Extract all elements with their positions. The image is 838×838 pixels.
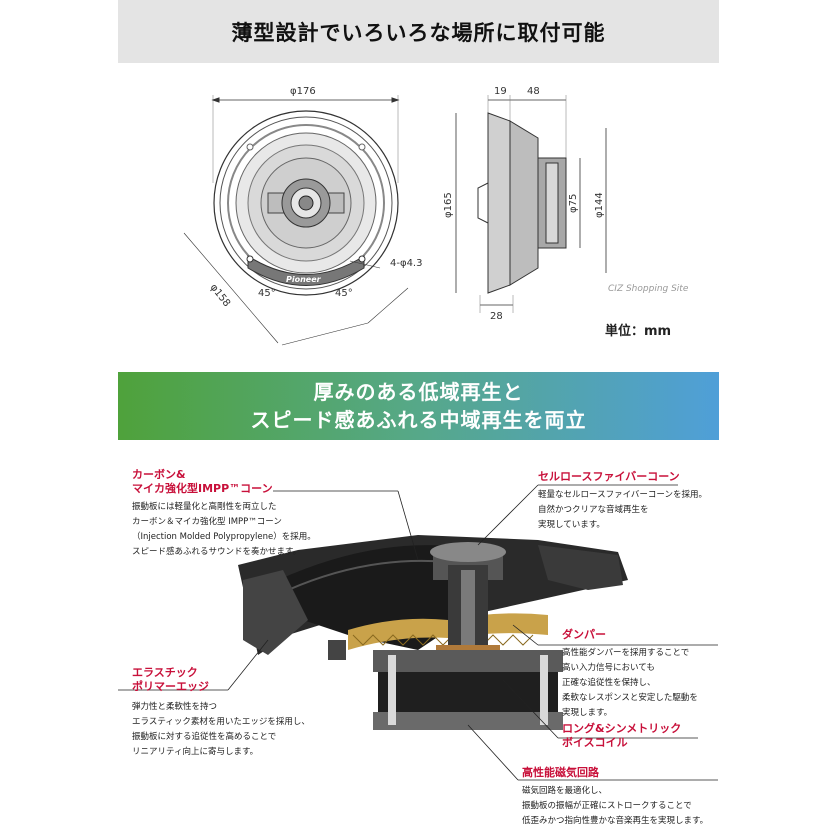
cone-desc-2: カーボン＆マイカ強化型 IMPP™コーン: [132, 517, 282, 527]
top-banner: 薄型設計でいろいろな場所に取付可能: [118, 0, 719, 63]
feature-cellulose: セルロースファイバーコーン 軽量なセルロースファイバーコーンを採用。 自然かつク…: [538, 470, 707, 533]
feature-magnet: 高性能磁気回路 磁気回路を最適化し、 振動板の振幅が正確にストロークすることで …: [522, 766, 708, 829]
angle-right-label: 45°: [335, 288, 353, 299]
damper-title: ダンパー: [562, 628, 606, 641]
damper-desc-5: 実現します。: [562, 708, 613, 718]
feature-banner-line1: 厚みのある低域再生と: [313, 380, 524, 404]
coil-title-1: ロング&シンメトリック: [562, 722, 682, 735]
damper-desc-4: 柔軟なレスポンスと安定した駆動を: [562, 693, 698, 703]
cone-desc-1: 振動板には軽量化と高剛性を両立した: [132, 502, 277, 512]
front-diag-label: φ158: [208, 282, 232, 309]
top-banner-title: 薄型設計でいろいろな場所に取付可能: [231, 20, 606, 45]
feature-damper: ダンパー 高性能ダンパーを採用することで 高い入力信号においても 正確な追従性を…: [562, 628, 698, 721]
brand-logo: Pioneer: [286, 275, 322, 284]
magnet-desc-2: 振動板の振幅が正確にストロークすることで: [522, 801, 692, 811]
edge-desc-2: エラスティック素材を用いたエッジを採用し、: [132, 717, 310, 727]
magnet-desc-3: 低歪みかつ指向性豊かな音楽再生を実現します。: [522, 816, 709, 826]
edge-title-1: エラスチック: [132, 666, 198, 679]
edge-desc-4: リニアリティ向上に寄与します。: [132, 747, 259, 757]
side-144-label: φ144: [594, 192, 605, 218]
side-165-label: φ165: [443, 192, 454, 218]
side-75-label: φ75: [568, 194, 579, 213]
cellulose-desc-1: 軽量なセルロースファイバーコーンを採用。: [538, 490, 707, 500]
feature-coil: ロング&シンメトリック ボイスコイル: [562, 722, 681, 750]
angle-left-label: 45°: [258, 288, 276, 299]
cone-desc-3: （Injection Molded Polypropylene）を採用。: [132, 532, 316, 542]
front-width-label: φ176: [290, 86, 316, 97]
magnet-title: 高性能磁気回路: [522, 766, 599, 779]
side-19-label: 19: [494, 86, 507, 97]
side-view: [455, 95, 607, 313]
feature-banner-line2: スピード感あふれる中域再生を両立: [250, 408, 587, 432]
magnet-desc-1: 磁気回路を最適化し、: [522, 786, 608, 796]
dimension-drawings: φ176 φ158 45° 45° 4-φ4.3 Pioneer 19 48 φ…: [183, 86, 607, 346]
damper-desc-1: 高性能ダンパーを採用することで: [562, 648, 690, 658]
cellulose-desc-3: 実現しています。: [538, 520, 605, 530]
feature-cone: カーボン& マイカ強化型IMPP™コーン 振動板には軽量化と高剛性を両立した カ…: [132, 468, 316, 560]
feature-edge: エラスチック ポリマーエッジ 弾力性と柔軟性を持つ エラスティック素材を用いたエ…: [132, 666, 310, 760]
cone-title-2: マイカ強化型IMPP™コーン: [132, 482, 273, 495]
holes-label: 4-φ4.3: [390, 258, 422, 269]
cellulose-title: セルロースファイバーコーン: [538, 470, 680, 483]
cone-title-1: カーボン&: [132, 468, 186, 481]
damper-desc-2: 高い入力信号においても: [562, 663, 655, 673]
cone-desc-4: スピード感あふれるサウンドを奏かせます。: [132, 547, 302, 557]
edge-desc-3: 振動板に対する追従性を高めることで: [132, 732, 277, 742]
edge-desc-1: 弾力性と柔軟性を持つ: [132, 702, 218, 712]
front-view: [183, 95, 409, 346]
damper-desc-3: 正確な追従性を保持し、: [562, 678, 656, 688]
feature-banner: 厚みのある低域再生と スピード感あふれる中域再生を両立: [118, 372, 719, 440]
speaker-cutaway-image: [118, 484, 718, 781]
unit-label: 単位：mm: [605, 324, 672, 339]
cellulose-desc-2: 自然かつクリアな音域再生を: [538, 505, 649, 515]
side-28-label: 28: [490, 311, 503, 322]
side-48-label: 48: [527, 86, 540, 97]
coil-title-2: ボイスコイル: [562, 736, 628, 749]
edge-title-2: ポリマーエッジ: [132, 680, 209, 693]
watermark: CIZ Shopping Site: [608, 284, 689, 294]
